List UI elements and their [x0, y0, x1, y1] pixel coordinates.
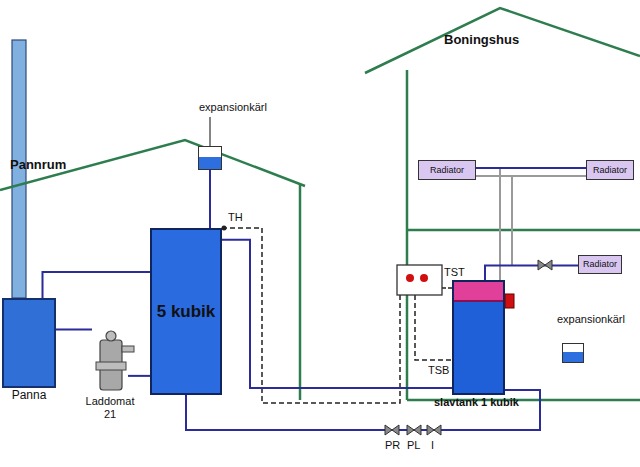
expansion-vessel: expansionkärl: [198, 146, 222, 170]
valve-symbol: [538, 260, 552, 270]
pump-label: PL: [407, 439, 420, 451]
radiator: Radiator: [586, 160, 634, 180]
control-unit: [397, 265, 442, 295]
sensor-label: TH: [228, 211, 243, 223]
valve-label: I: [431, 439, 434, 451]
pipe: [186, 390, 540, 430]
node-label: Radiator: [430, 165, 464, 175]
pump-symbol: [407, 425, 421, 435]
sensor-wire: [442, 287, 452, 289]
pipe: [56, 329, 92, 331]
building-name: Pannrum: [10, 158, 66, 173]
part-name: expansionkärl: [199, 101, 267, 114]
house-storey: [407, 229, 640, 232]
house-roof: [365, 8, 640, 73]
pipe: [209, 170, 211, 228]
pipe: [476, 167, 586, 169]
valve-symbol: [427, 425, 441, 435]
radiator: Radiator: [418, 160, 476, 180]
pipe: [222, 240, 452, 388]
pipe: [43, 272, 151, 298]
boiler-room: Panna Laddomat 21 5 kubik Pannrum: [0, 140, 305, 402]
sensor-label: TST: [444, 266, 465, 278]
node-label: Radiator: [583, 259, 617, 269]
pump-label: PR: [385, 439, 400, 451]
building-name: Boningshus: [444, 33, 519, 48]
dwelling-house: RadiatorRadiatorRadiatorslavtank 1 kubik…: [365, 5, 640, 402]
vessel-hanger: [209, 117, 210, 146]
house-wall: [406, 70, 409, 400]
radiator-riser: [511, 176, 513, 265]
part-name: Laddomat 21: [80, 395, 140, 420]
pump-symbol: [385, 425, 399, 435]
part-name: expansionkärl: [557, 313, 625, 326]
sensor-pocket: [222, 226, 227, 231]
charging-unit: Laddomat 21: [92, 330, 128, 392]
pipe: [128, 375, 150, 377]
boiler-room-roof: [0, 140, 305, 190]
laddomat-valve: [96, 331, 134, 390]
pipe: [485, 265, 578, 280]
boiler-room-wall: [299, 184, 302, 400]
immersion-heater: [505, 294, 514, 308]
part-name: slavtank 1 kubik: [434, 396, 519, 409]
radiator: Radiator: [578, 255, 622, 274]
node-label: 5 kubik: [157, 302, 216, 322]
sensor-wire: [415, 295, 452, 360]
sensor-label: TSB: [428, 364, 449, 376]
expansion-vessel: expansionkärl: [562, 343, 584, 363]
slave-tank: slavtank 1 kubik: [452, 280, 505, 395]
sensor-wire: [222, 228, 400, 403]
part-name: Panna: [12, 389, 47, 403]
radiator-riser: [499, 168, 501, 280]
node-label: Radiator: [593, 165, 627, 175]
radiator-return-pipe: [476, 175, 586, 177]
buffer-tank: 5 kubik: [150, 228, 222, 395]
boiler: Panna: [2, 298, 56, 388]
